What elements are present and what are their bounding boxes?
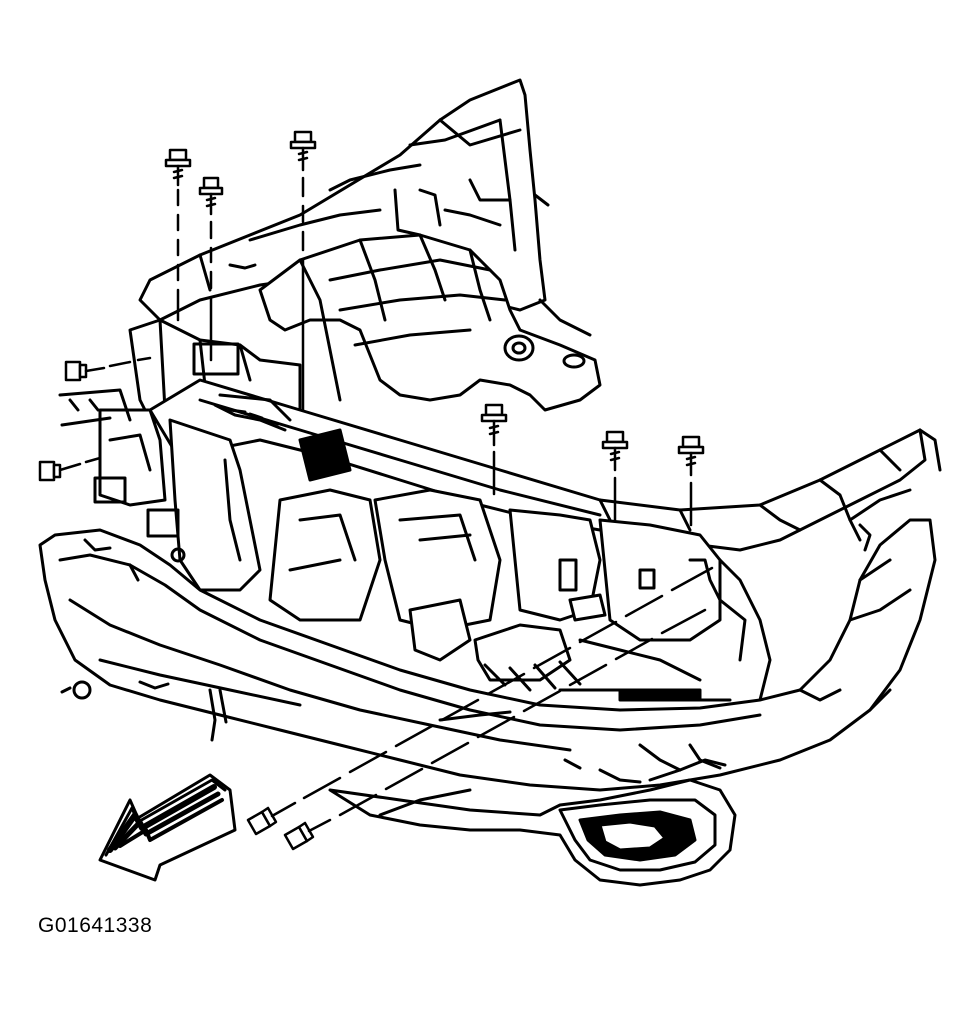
lower-support-frame xyxy=(146,418,772,702)
bolt-10 xyxy=(283,608,707,851)
lower-diagonal-bolts xyxy=(246,566,714,851)
bolt-4 xyxy=(480,403,508,496)
bolt-9 xyxy=(246,566,714,836)
front-arrow xyxy=(98,773,237,882)
bolt-7 xyxy=(64,356,152,382)
bolt-5 xyxy=(601,430,629,522)
lower-valance xyxy=(328,743,737,887)
headlamp-mount-bracket xyxy=(258,233,602,412)
vertical-bolts xyxy=(164,130,705,527)
figure-code: G01641338 xyxy=(38,914,153,937)
front-bumper-fascia xyxy=(38,518,937,792)
side-bolts xyxy=(38,356,152,482)
bolt-3 xyxy=(289,130,317,412)
grille-shading xyxy=(298,428,702,702)
bolt-2 xyxy=(198,176,224,362)
bolt-1 xyxy=(164,148,192,322)
bolt-8 xyxy=(38,456,102,482)
radiator-support xyxy=(148,378,942,552)
bolt-6 xyxy=(677,435,705,527)
